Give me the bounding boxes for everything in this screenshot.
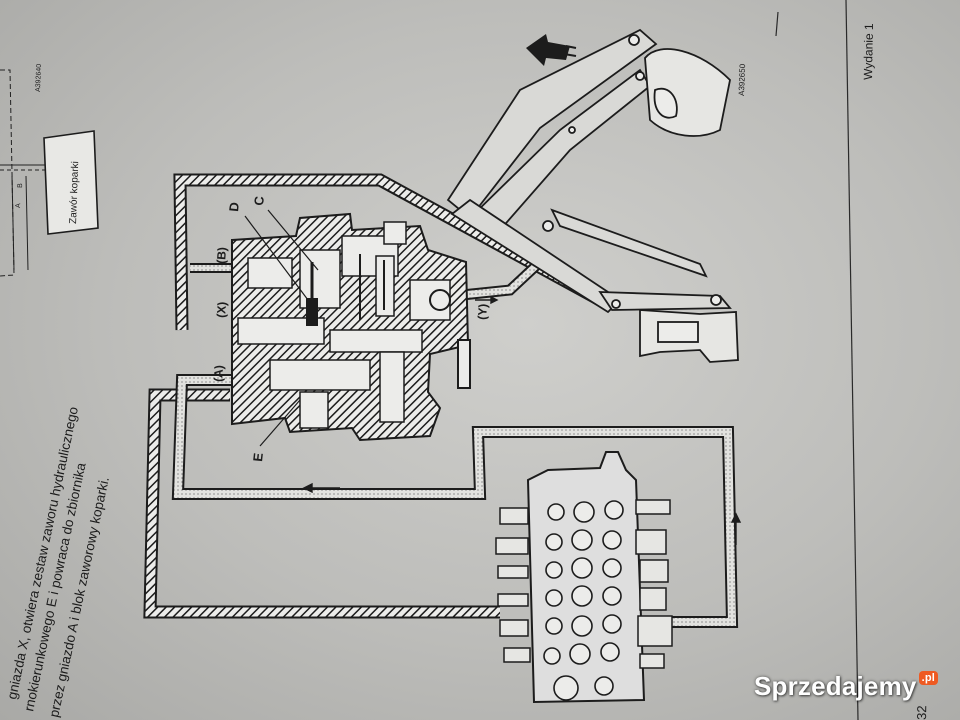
motion-arrow-icon <box>526 34 577 66</box>
hydraulic-lines <box>143 173 739 628</box>
port-a-label: (A) <box>211 365 226 383</box>
edition-label: Wydanie 1 <box>861 23 876 80</box>
excavator-arm <box>446 28 739 363</box>
control-valve-block <box>495 451 673 704</box>
port-y-label: (Y) <box>475 303 490 320</box>
label-e: E <box>250 452 266 463</box>
watermark: Sprzedajemy.pl <box>754 671 938 702</box>
line-label-b: B <box>17 183 24 188</box>
watermark-badge: .pl <box>918 671 938 685</box>
label-d: D <box>226 201 242 212</box>
line-label-a: A <box>15 203 22 208</box>
page-margin-line <box>845 0 859 720</box>
label-c: C <box>251 195 267 207</box>
ref-code-right: A392650 <box>737 63 747 96</box>
excavator-valve-box: A B Zawór koparki A392640 <box>0 64 99 277</box>
watermark-text: Sprzedajemy <box>753 671 917 701</box>
safety-valve-section <box>231 212 471 442</box>
port-x-label: (X) <box>214 301 229 318</box>
port-b-label: (B) <box>214 247 229 265</box>
valve-box-label: Zawór koparki <box>68 161 81 224</box>
ref-code-left: A392640 <box>35 64 43 92</box>
valve-labels: D C E (B) (X) (A) (Y) <box>211 195 490 463</box>
page-number: 32 <box>914 705 929 720</box>
page-text: gniazda X, otwiera zestaw zaworu hydraul… <box>4 405 112 718</box>
